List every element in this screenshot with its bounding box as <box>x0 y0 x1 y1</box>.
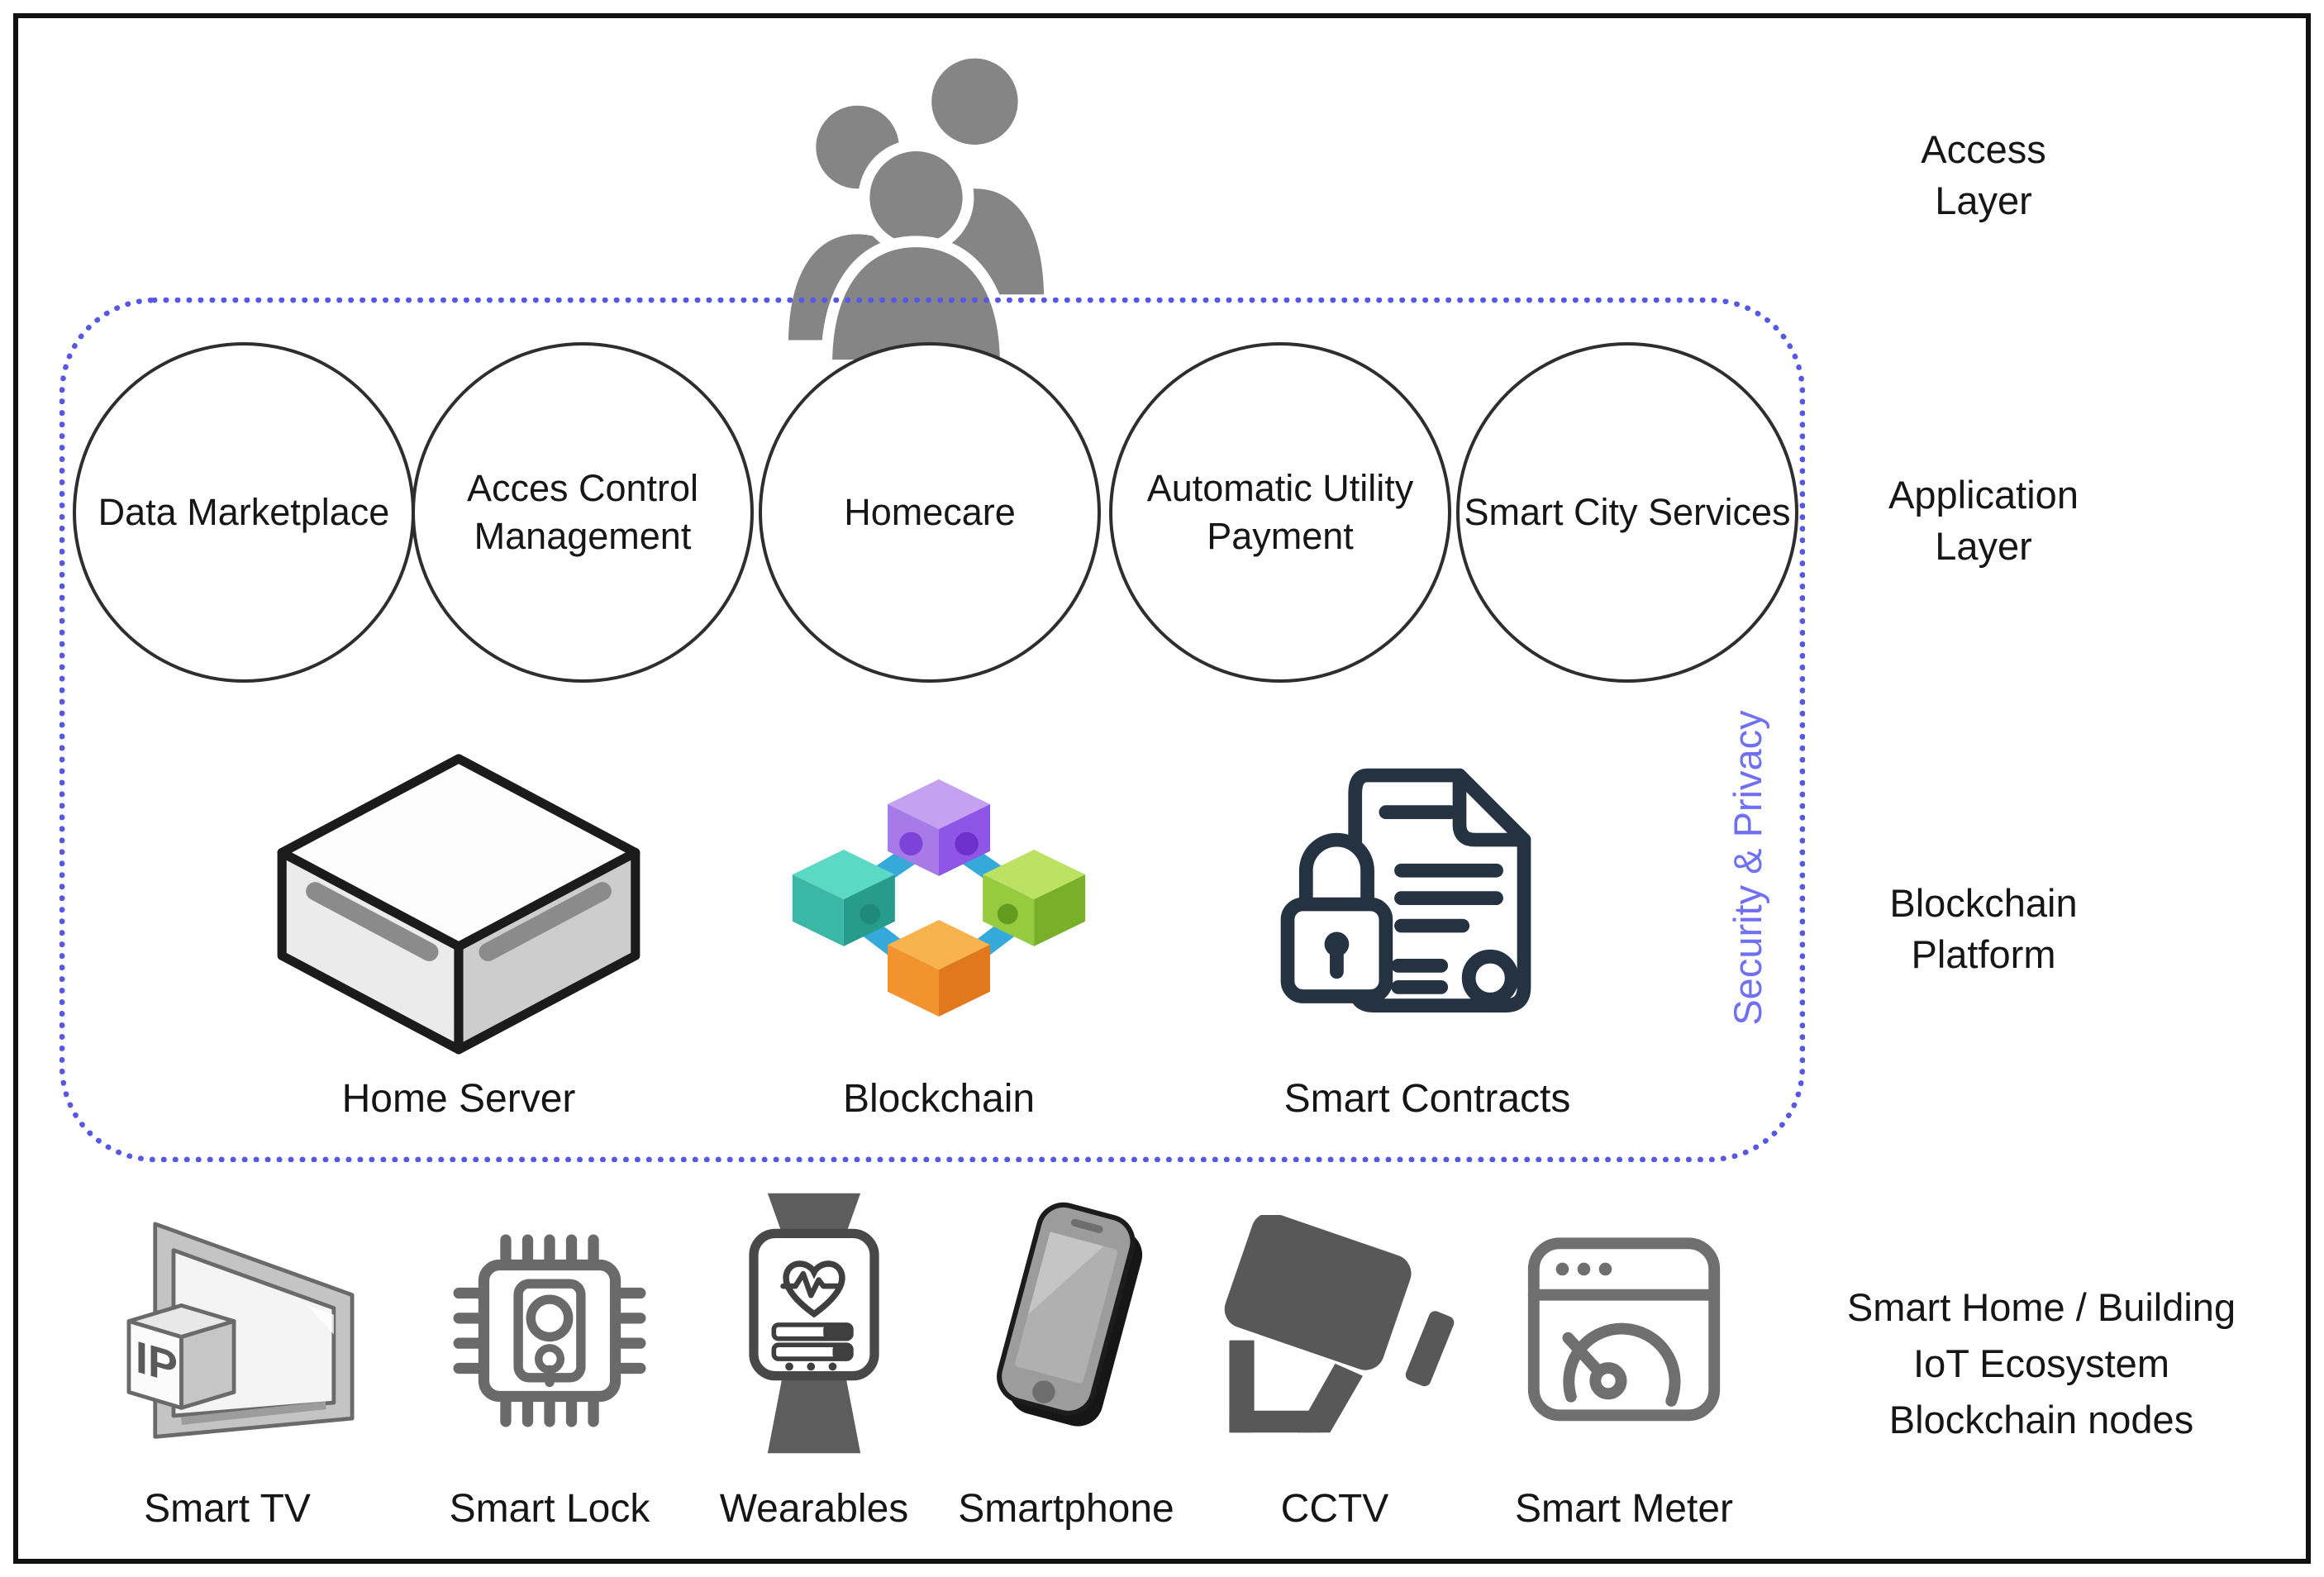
orange-cube <box>888 919 990 1017</box>
diagram-outer-border <box>13 13 2311 1564</box>
smart-tv-icon: IP <box>126 1222 355 1439</box>
wearables-label: Wearables <box>719 1487 909 1531</box>
smart-meter-label: Smart Meter <box>1514 1487 1734 1531</box>
blockchain-platform-label: Blockchain Platform <box>1889 881 2078 977</box>
blockchain-label: Blockchain <box>842 1077 1036 1121</box>
application-circle-utility-payment: Automatic Utility Payment <box>1109 342 1451 683</box>
cctv-icon <box>1224 1215 1455 1433</box>
application-layer-label: Application Layer <box>1888 473 2079 569</box>
access-layer-label: Access Layer <box>1921 127 2046 223</box>
purple-cube <box>888 779 990 876</box>
smart-tv-label: Smart TV <box>144 1487 311 1531</box>
teal-cube <box>792 849 895 946</box>
people-group-icon <box>777 46 1055 365</box>
security-privacy-boundary <box>60 298 1805 1162</box>
wearables-icon <box>749 1193 879 1454</box>
home-server-icon <box>277 754 641 1055</box>
application-circle-homecare: Homecare <box>759 342 1101 683</box>
iot-ecosystem-label: Smart Home / Building IoT Ecosystem Bloc… <box>1846 1285 2236 1442</box>
application-circle-data-marketplace: Data Marketplace <box>73 342 415 683</box>
application-circle-access-control: Acces Control Management <box>412 342 754 683</box>
smart-lock-icon <box>453 1234 646 1427</box>
application-circle-smart-city: Smart City Services <box>1456 342 1798 683</box>
ip-badge: IP <box>136 1331 178 1393</box>
smart-meter-icon <box>1527 1237 1721 1422</box>
smart-contracts-icon <box>1280 768 1531 1012</box>
blockchain-icon <box>792 779 1086 1017</box>
green-cube <box>983 849 1086 946</box>
home-server-label: Home Server <box>341 1077 576 1121</box>
smart-contracts-label: Smart Contracts <box>1283 1077 1571 1121</box>
security-privacy-label: Security & Privacy <box>1726 710 1769 1026</box>
smartphone-label: Smartphone <box>958 1487 1174 1531</box>
smartphone-icon <box>997 1202 1143 1427</box>
smart-lock-label: Smart Lock <box>449 1487 650 1531</box>
cctv-label: CCTV <box>1280 1487 1389 1531</box>
